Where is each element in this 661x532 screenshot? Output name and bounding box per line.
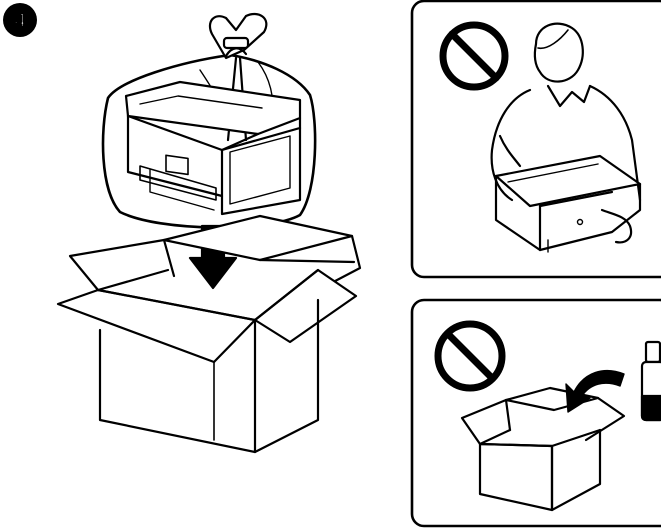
ink-bottle-icon	[642, 342, 661, 420]
pack-printer-scene	[58, 14, 360, 452]
panel-no-tilt	[412, 1, 661, 277]
ink-level	[642, 396, 661, 420]
open-box-icon	[462, 388, 624, 510]
printer-icon	[496, 156, 640, 252]
panel-no-ink-in-box	[412, 300, 661, 526]
step-number: 4	[14, 10, 26, 32]
curved-arrow-icon	[566, 371, 624, 412]
step-badge: 4	[3, 3, 37, 37]
person-icon	[492, 24, 640, 243]
plastic-bag-icon	[103, 55, 315, 227]
prohibition-icon	[438, 324, 502, 388]
prohibition-icon	[443, 25, 505, 87]
printer-icon	[126, 82, 300, 214]
